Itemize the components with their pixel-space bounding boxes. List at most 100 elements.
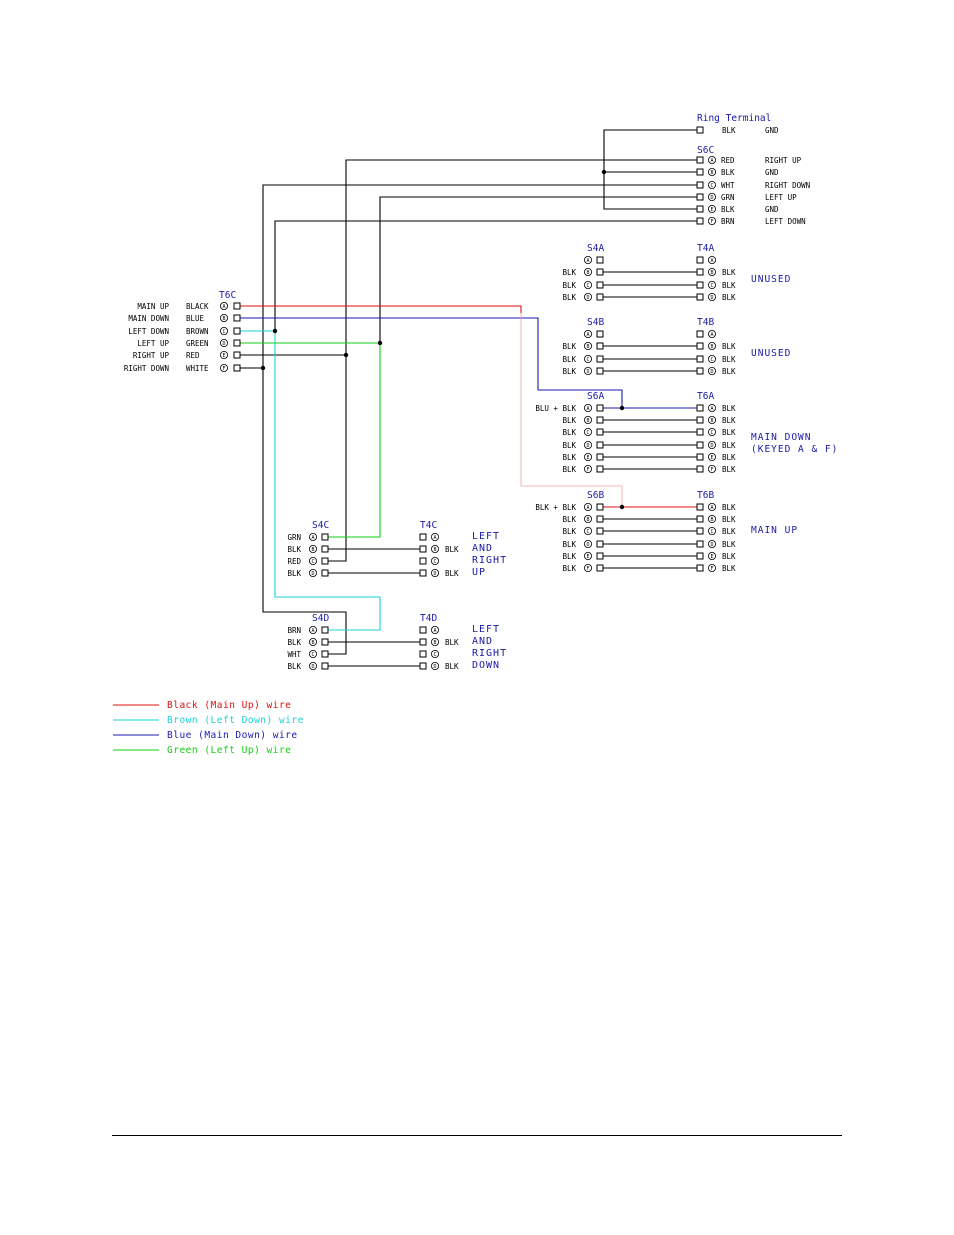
ring-terminal-func: GND bbox=[765, 126, 779, 135]
group_6b-t-pin-letter: C bbox=[710, 529, 713, 535]
group_4b-s-terminal bbox=[596, 355, 604, 363]
group_4d-s-pin bbox=[308, 638, 317, 647]
group_4d-s-pin-letter: D bbox=[311, 664, 314, 670]
group_6a-s-terminal bbox=[596, 453, 604, 461]
group_6b-s-terminal bbox=[596, 540, 604, 548]
t6c-pin-letter: B bbox=[222, 316, 225, 322]
group_6a-s-terminal bbox=[596, 441, 604, 449]
group_6b-t-pin bbox=[708, 540, 717, 549]
group_4a-t-pin-letter: A bbox=[710, 258, 713, 264]
t6c-wire-label: RED bbox=[186, 351, 200, 360]
group_4b-s-pin-letter: B bbox=[586, 344, 589, 350]
group_6a-t-wire-label: BLK bbox=[722, 465, 736, 474]
s6c-title: S6C bbox=[697, 145, 714, 156]
s6c-function-label: LEFT DOWN bbox=[765, 217, 806, 226]
left-up-wire bbox=[328, 343, 381, 538]
group_4c-t-terminal bbox=[419, 533, 427, 541]
group_4c-t-pin bbox=[430, 545, 439, 554]
left-up-wire bbox=[379, 196, 697, 343]
left-down-wire bbox=[274, 220, 697, 331]
group_4d-t-pin-letter: A bbox=[433, 628, 436, 634]
group_6a-s-pin-letter: E bbox=[586, 455, 589, 461]
group_4a-s-wire-label: BLK bbox=[562, 268, 576, 277]
s6c-wire-label: GRN bbox=[721, 193, 735, 202]
s6c-terminal bbox=[696, 217, 704, 225]
group_6b-t-terminal bbox=[696, 515, 704, 523]
group_6a-t-terminal bbox=[696, 428, 704, 436]
group_4c-t-pin-letter: B bbox=[433, 547, 436, 553]
group_4a-s-pin bbox=[584, 292, 593, 301]
group_4c-t-wire-label: BLK bbox=[445, 545, 459, 554]
s6c-pin bbox=[708, 216, 717, 225]
group_4b-t-pin-letter: C bbox=[710, 357, 713, 363]
group_6b-t-wire-label: BLK bbox=[722, 552, 736, 561]
group_6a-t-wire-label: BLK bbox=[722, 441, 736, 450]
t6c-pin bbox=[219, 313, 228, 322]
group_4b-s-terminal bbox=[596, 342, 604, 350]
group_6a-s-wire-label: BLU + BLK bbox=[535, 404, 576, 413]
group_4d-t-pin bbox=[430, 662, 439, 671]
group_6a-t-pin bbox=[708, 403, 717, 412]
group_4d-t-title: T4D bbox=[420, 613, 437, 624]
group_6a-t-pin-letter: E bbox=[710, 455, 713, 461]
group_4c-t-terminal bbox=[419, 569, 427, 577]
s6c-function-label: LEFT UP bbox=[765, 193, 797, 202]
group_6a-s-pin bbox=[584, 427, 593, 436]
t6c-pin-letter: A bbox=[222, 304, 225, 310]
group_4a-s-pin-letter: C bbox=[586, 283, 589, 289]
group_6b-s-pin bbox=[584, 515, 593, 524]
group_4a-t-wire-label: BLK bbox=[722, 281, 736, 290]
group_4c-s-wire-label: GRN bbox=[287, 533, 301, 542]
group_6b-t-terminal bbox=[696, 540, 704, 548]
group_4b-s-title: S4B bbox=[587, 317, 604, 328]
group_4a-t-pin bbox=[708, 267, 717, 276]
t6c-function-label: RIGHT UP bbox=[133, 351, 170, 360]
group_6a-note: MAIN DOWN bbox=[751, 432, 811, 443]
group_4c-t-wire-label: BLK bbox=[445, 569, 459, 578]
s6c-terminal bbox=[696, 205, 704, 213]
group_4a-s-terminal bbox=[596, 268, 604, 276]
s6c-terminal bbox=[696, 156, 704, 164]
group_6b-s-pin bbox=[584, 540, 593, 549]
group_4b-t-wire-label: BLK bbox=[722, 355, 736, 364]
ring-terminal-wire: BLK bbox=[722, 126, 736, 135]
s6c-pin-letter: B bbox=[710, 170, 713, 176]
t6c-function-label: MAIN DOWN bbox=[128, 314, 169, 323]
group_4c-t-pin-letter: D bbox=[433, 571, 436, 577]
s6c-function-label: RIGHT UP bbox=[765, 156, 802, 165]
group_4b-t-terminal bbox=[696, 367, 704, 375]
group_4b-s-pin-letter: C bbox=[586, 357, 589, 363]
group_6a-s-pin bbox=[584, 440, 593, 449]
group_4d-t-terminal bbox=[419, 650, 427, 658]
group_6b-s-terminal bbox=[596, 527, 604, 535]
group_6b-t-wire-label: BLK bbox=[722, 540, 736, 549]
group_6a-t-pin bbox=[708, 452, 717, 461]
main-down-junction-dot bbox=[619, 405, 625, 411]
t6c-function-label: LEFT DOWN bbox=[128, 327, 169, 336]
group_6a-s-pin-letter: F bbox=[586, 467, 589, 473]
group_4d-s-terminal bbox=[321, 650, 329, 658]
t6c-wire-label: WHITE bbox=[186, 364, 209, 373]
group_4b-t-title: T4B bbox=[697, 317, 714, 328]
group_4d-note: DOWN bbox=[472, 660, 500, 671]
group_6b-s-terminal bbox=[596, 552, 604, 560]
group_4a-t-pin-letter: B bbox=[710, 270, 713, 276]
group_6a-t-wire-label: BLK bbox=[722, 416, 736, 425]
group_4b-t-pin bbox=[708, 329, 717, 338]
legend-label: Blue (Main Down) wire bbox=[167, 730, 298, 741]
group_4a-s-pin-letter: D bbox=[586, 295, 589, 301]
group_4c-note: UP bbox=[472, 567, 486, 578]
group_4a-s-wire-label: BLK bbox=[562, 281, 576, 290]
right-up-wire bbox=[328, 159, 697, 562]
group_6b-s-pin bbox=[584, 502, 593, 511]
t6c-terminal bbox=[233, 339, 241, 347]
group_4c-s-wire-label: BLK bbox=[287, 569, 301, 578]
group_6b-s-pin-letter: F bbox=[586, 566, 589, 572]
group_4d-s-terminal bbox=[321, 626, 329, 634]
group_4a-t-terminal bbox=[696, 293, 704, 301]
t6c-function-label: MAIN UP bbox=[137, 302, 169, 311]
group_6a-t-pin bbox=[708, 440, 717, 449]
group_4c-s-pin bbox=[308, 569, 317, 578]
